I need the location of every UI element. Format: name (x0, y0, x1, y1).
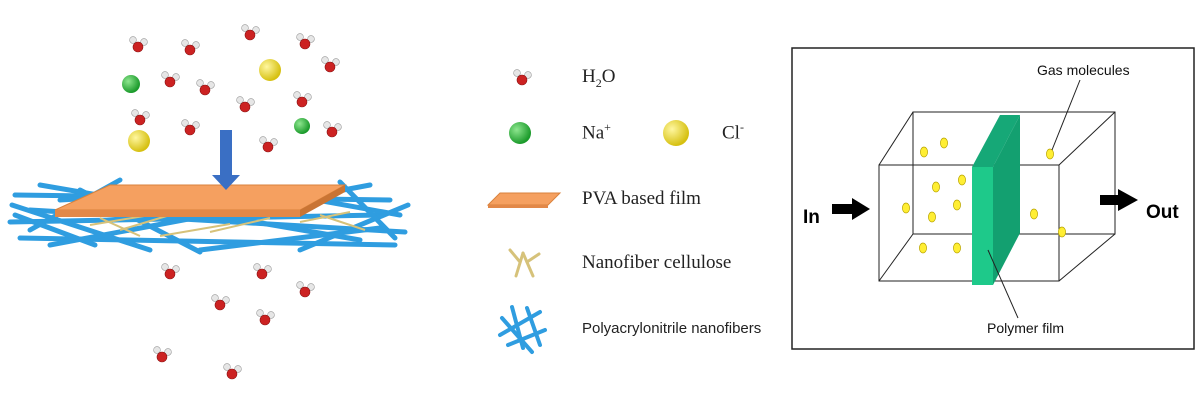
water-formula-main: H (582, 66, 596, 87)
gas-molecules-label: Gas molecules (1037, 62, 1130, 78)
chloride-formula-main: Cl (722, 122, 740, 144)
legend-cellulose-label: Nanofiber cellulose (582, 252, 732, 273)
water-formula-tail: O (601, 66, 616, 87)
gas-molecule-dots (902, 137, 1066, 254)
chloride-icon (663, 120, 689, 146)
polymer-film-pointer (987, 249, 1019, 319)
legend-pan-label: Polyacrylonitrile nanofibers (582, 320, 762, 337)
sodium-icon (509, 122, 531, 144)
polymer-film-label: Polymer film (987, 320, 1065, 336)
polymer-film-slab (972, 115, 1020, 285)
cellulose-icon (508, 248, 541, 278)
gas-molecules-pointer (1051, 79, 1081, 151)
sodium-ion (294, 118, 310, 134)
water-icon (513, 69, 532, 86)
legend-pva-label: PVA based film (582, 188, 701, 209)
membrane-illustration (7, 24, 411, 380)
in-arrow (832, 198, 870, 220)
out-label: Out (1146, 202, 1179, 223)
sodium-formula-main: Na (582, 122, 605, 144)
sodium-ion (122, 75, 140, 93)
legend-icons (486, 69, 689, 354)
pva-film-icon (486, 192, 562, 208)
water-formula-sub: 2 (595, 75, 602, 90)
legend-chloride-label: Cl- (722, 120, 744, 144)
pva-film (54, 184, 347, 217)
flow-down-arrow (212, 130, 240, 190)
sodium-formula-sup: + (604, 120, 611, 134)
chloride-ion (128, 130, 150, 152)
water-molecules-below (153, 263, 315, 380)
gas-permeation-diagram (791, 47, 1195, 350)
cellulose-fibers (89, 211, 366, 237)
legend-sodium-label: Na+ (582, 120, 611, 144)
out-arrow (1100, 189, 1138, 211)
water-molecules-above (129, 24, 342, 153)
pan-fiber-icon (498, 305, 547, 354)
chloride-ion (259, 59, 281, 81)
in-label: In (803, 207, 820, 228)
legend-water-label: H2O (582, 66, 615, 91)
chloride-formula-sup: - (739, 120, 744, 134)
